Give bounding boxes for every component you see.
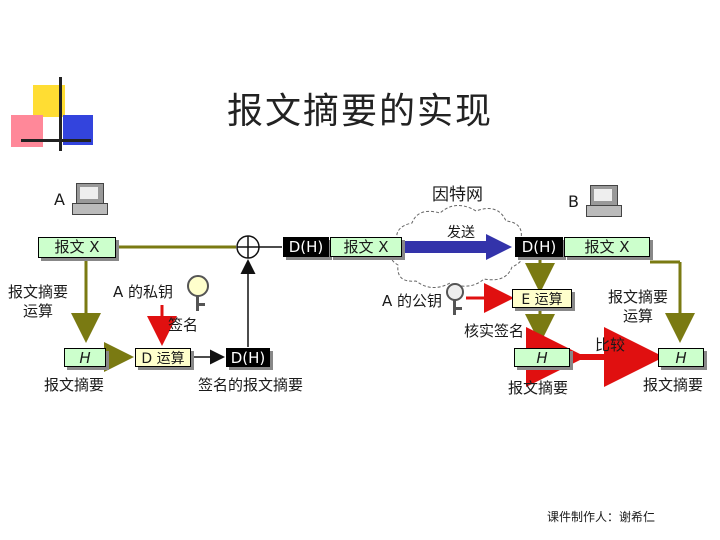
digest-op-right: 报文摘要 运算	[608, 288, 669, 325]
digest-op-left: 报文摘要 运算	[8, 283, 69, 320]
e-op-box: E 运算	[512, 289, 572, 308]
dh-box-left: D(H)	[226, 348, 270, 367]
credit-text: 课件制作人：谢希仁	[547, 510, 656, 524]
message-x-left: 报文 X	[38, 237, 116, 258]
message-x-right: 报文 X	[564, 237, 650, 257]
send-label: 发送	[447, 225, 475, 241]
logo-decoration	[11, 77, 93, 151]
private-key-label: A 的私钥	[113, 283, 174, 301]
d-op-box: D 运算	[135, 348, 191, 367]
h-box-right: H	[658, 348, 704, 367]
page-title: 报文摘要的实现	[226, 91, 493, 132]
message-x-sent: 报文 X	[330, 237, 402, 257]
digest-label-right-left: 报文摘要	[508, 379, 569, 397]
node-a-label: A	[54, 190, 65, 209]
verify-label: 核实签名	[464, 322, 525, 340]
h-box-right-left: H	[514, 348, 570, 367]
compare-label: 比较	[595, 336, 626, 354]
dh-box-right: D(H)	[515, 237, 563, 257]
digest-label-right: 报文摘要	[643, 376, 704, 394]
h-box-left: H	[64, 348, 106, 367]
dh-box-sent: D(H)	[283, 237, 329, 257]
private-key-icon	[187, 275, 209, 313]
computer-a-icon	[72, 183, 108, 215]
node-b-label: B	[568, 192, 579, 211]
sign-label: 签名	[168, 316, 199, 334]
signed-digest-label: 签名的报文摘要	[198, 376, 304, 394]
public-key-icon	[446, 283, 466, 317]
digest-label-left: 报文摘要	[44, 376, 105, 394]
internet-label: 因特网	[432, 185, 483, 205]
public-key-label: A 的公钥	[382, 292, 443, 310]
computer-b-icon	[586, 185, 622, 217]
